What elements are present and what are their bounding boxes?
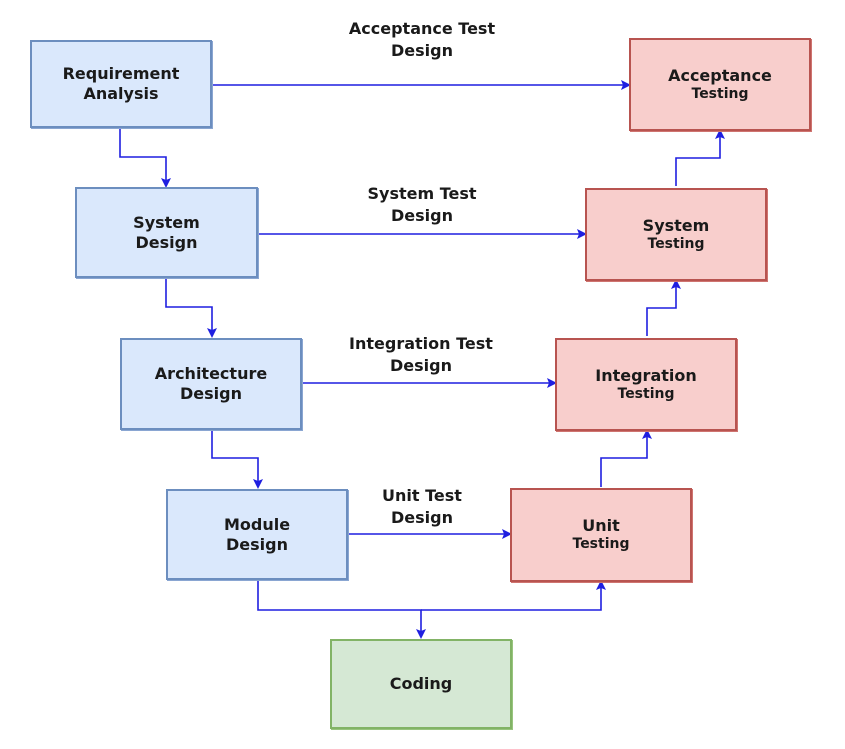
box-label-line1: Requirement	[62, 64, 180, 83]
box-label-line2: Design	[226, 534, 288, 554]
box-label-line1: Unit	[582, 516, 620, 536]
module-design-box: Module Design	[166, 489, 348, 580]
flow-arrow-integration-to-system	[646, 279, 681, 336]
architecture-design-box: Architecture Design	[120, 338, 302, 430]
flow-arrow-req-to-system	[119, 128, 171, 188]
box-label-line1: Integration	[595, 365, 697, 385]
unit-testing-box: Unit Testing	[510, 488, 692, 582]
system-test-design-label: System Test Design	[342, 183, 502, 227]
integration-testing-box: Integration Testing	[555, 338, 737, 431]
label-line1: System Test	[367, 184, 477, 203]
label-line1: Acceptance Test	[348, 19, 496, 38]
acceptance-testing-box: Acceptance Testing	[629, 38, 811, 131]
acceptance-test-design-label: Acceptance Test Design	[322, 18, 522, 62]
box-label-line1: System	[133, 212, 200, 232]
flow-arrow-arch-to-module	[211, 430, 263, 489]
box-label-line1: Acceptance	[668, 65, 772, 85]
box-label-line1: System	[642, 215, 710, 235]
box-label-line2: Analysis	[83, 84, 159, 103]
box-label-line1: Module	[223, 514, 291, 534]
flow-arrow-module-to-coding	[257, 580, 426, 639]
system-testing-box: System Testing	[585, 188, 767, 281]
system-design-box: System Design	[75, 187, 258, 278]
box-label-line2: Testing	[647, 235, 705, 252]
label-line1: Unit Test	[382, 486, 462, 505]
label-line1: Integration Test	[349, 334, 493, 353]
coding-label: Coding	[389, 674, 453, 693]
flow-arrow-system-to-acceptance	[675, 129, 725, 186]
coding-box: Coding	[330, 639, 512, 729]
flow-arrow-system-to-arch	[165, 278, 217, 338]
box-label-line2: Testing	[572, 536, 630, 553]
flow-arrow-unit-to-integration	[600, 429, 652, 487]
box-label-line2: Testing	[617, 385, 675, 402]
requirement-analysis-box: Requirement Analysis	[30, 40, 212, 128]
label-line2: Design	[391, 41, 453, 60]
unit-test-design-label: Unit Test Design	[362, 485, 482, 529]
box-label-line2: Design	[135, 232, 198, 252]
integration-test-design-label: Integration Test Design	[326, 333, 516, 377]
box-label-line2: Design	[180, 384, 242, 403]
label-line2: Design	[391, 206, 453, 225]
label-line2: Design	[390, 356, 452, 375]
box-label-line1: Architecture	[154, 364, 268, 383]
flow-arrow-coding-to-unit	[421, 580, 606, 611]
label-line2: Design	[391, 508, 453, 527]
box-label-line2: Testing	[691, 85, 749, 102]
